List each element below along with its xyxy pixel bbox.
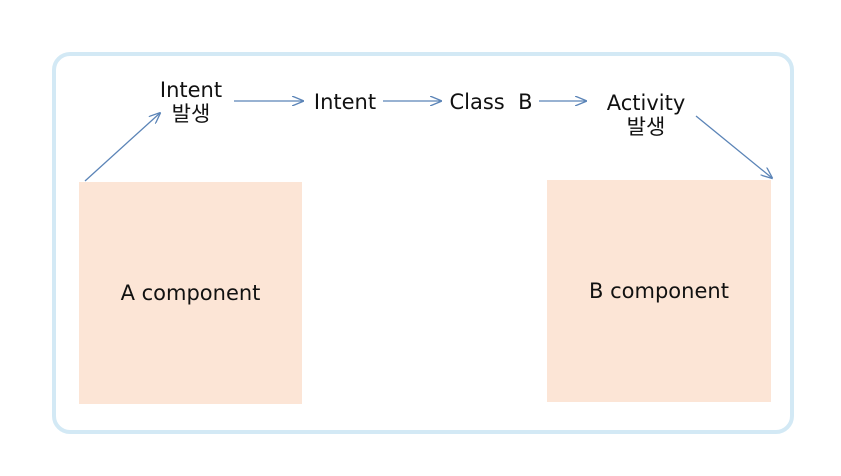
- activity-generated-line2: 발생: [626, 115, 666, 139]
- intent-generated-node: Intent 발생: [150, 78, 232, 126]
- class-b-letter: B: [518, 90, 533, 114]
- intent-label: Intent: [313, 90, 377, 114]
- component-a-box: A component: [79, 182, 302, 404]
- edge-activity-generated-to-b: [695, 115, 772, 178]
- component-b-box: B component: [547, 180, 771, 402]
- class-b-node: Class B: [446, 90, 536, 114]
- edge-a-to-intent-generated: [84, 113, 160, 182]
- activity-generated-node: Activity 발생: [598, 91, 694, 139]
- component-b-label: B component: [589, 279, 729, 303]
- intent-node: Intent: [306, 90, 384, 114]
- class-b-word: Class: [449, 90, 505, 114]
- activity-generated-line1: Activity: [606, 91, 686, 115]
- intent-generated-line2: 발생: [171, 102, 211, 126]
- component-a-label: A component: [120, 281, 261, 305]
- intent-generated-line1: Intent: [159, 78, 223, 102]
